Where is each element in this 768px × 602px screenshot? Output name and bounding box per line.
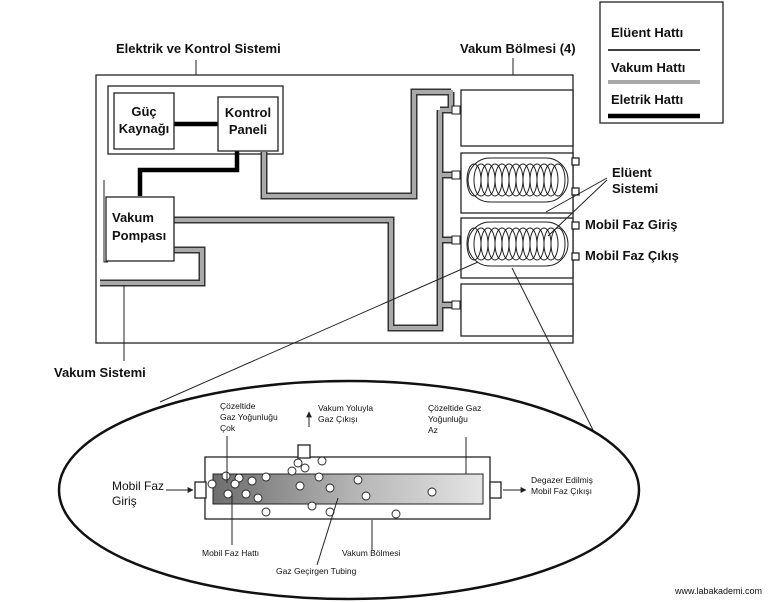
low-gas-label-2: Yoğunluğu — [428, 414, 468, 424]
vacuum-system-label: Vakum Sistemi — [54, 365, 146, 380]
gas-bubbles — [207, 456, 437, 519]
low-gas-label-3: Az — [428, 425, 438, 435]
electrical-control-system-label: Elektrik ve Kontrol Sistemi — [116, 41, 281, 56]
detail-outlet-fitting — [489, 481, 502, 499]
port-1 — [571, 157, 580, 166]
degassed-outlet-label-1: Degazer Edilmiş — [531, 475, 593, 485]
electric-lines — [137, 121, 240, 196]
watermark: www.labakademi.com — [674, 586, 762, 596]
eluent-leader-1 — [545, 177, 608, 213]
tubing-label: Gaz Geçirgen Tubing — [276, 566, 357, 576]
mobile-phase-in-port — [571, 221, 580, 230]
vacuum-chamber-1 — [460, 89, 574, 147]
high-gas-label-2: Gaz Yoğunluğu — [220, 412, 278, 422]
tubing-leader — [316, 497, 339, 566]
degassed-outlet-label-2: Mobil Faz Çıkışı — [531, 486, 592, 496]
legend-vacuum-label: Vakum Hattı — [611, 60, 685, 75]
zoom-line-right — [511, 267, 604, 451]
detail-inlet-label-1: Mobil Faz — [112, 479, 164, 493]
vacuum-lines — [100, 88, 461, 332]
eluent-coil-lower — [466, 221, 569, 267]
zoom-line-left — [159, 261, 479, 403]
vacuum-pump-label-2: Pompası — [112, 228, 166, 243]
mobile-phase-line-label: Mobil Faz Hattı — [202, 548, 259, 558]
vacuum-pump-box — [105, 196, 175, 262]
control-panel-label-1: Kontrol — [225, 105, 271, 120]
inner-outline — [103, 180, 108, 263]
detail-vacuum-port — [297, 444, 311, 459]
power-supply-label-2: Kaynağı — [119, 121, 170, 136]
control-panel-label-2: Paneli — [229, 122, 267, 137]
eluent-system-label-2: Sistemi — [612, 181, 658, 196]
detail-inlet-fitting — [194, 481, 207, 499]
legend-eluent-label: Elüent Hattı — [611, 25, 683, 40]
eluent-leader-2 — [547, 179, 608, 237]
power-supply-box — [113, 92, 175, 150]
high-gas-label-3: Çok — [220, 423, 236, 433]
legend: Elüent Hattı Vakum Hattı Eletrik Hattı — [599, 1, 724, 124]
power-supply-label-1: Güç — [131, 104, 156, 119]
vacuum-pump-label-1: Vakum — [112, 210, 154, 225]
vacuum-chamber-3 — [460, 217, 574, 279]
vacuum-chamber-label: Vakum Bölmesi (4) — [460, 41, 576, 56]
control-panel-box — [217, 96, 279, 152]
mobile-phase-in-label: Mobil Faz Giriş — [585, 217, 677, 232]
low-gas-label-1: Çözeltide Gaz — [428, 403, 481, 413]
gas-outlet-label-2: Gaz Çıkışı — [318, 414, 358, 424]
gas-outlet-label-1: Vakum Yoluyla — [318, 403, 373, 413]
eluent-system-label-1: Elüent — [612, 165, 652, 180]
mobile-phase-out-label: Mobil Faz Çıkış — [585, 248, 679, 263]
vacuum-chamber-4 — [460, 283, 574, 337]
eluent-coil-upper — [466, 157, 569, 203]
high-gas-label-1: Çözeltide — [220, 401, 256, 411]
detail-vacuum-chamber-label: Vakum Bölmesi — [342, 548, 401, 558]
legend-electric-label: Eletrik Hattı — [611, 92, 683, 107]
legend-box — [599, 1, 724, 124]
mobile-phase-out-port — [571, 252, 580, 261]
vacuum-chamber-2 — [460, 152, 574, 214]
detail-inlet-label-2: Giriş — [112, 494, 137, 508]
